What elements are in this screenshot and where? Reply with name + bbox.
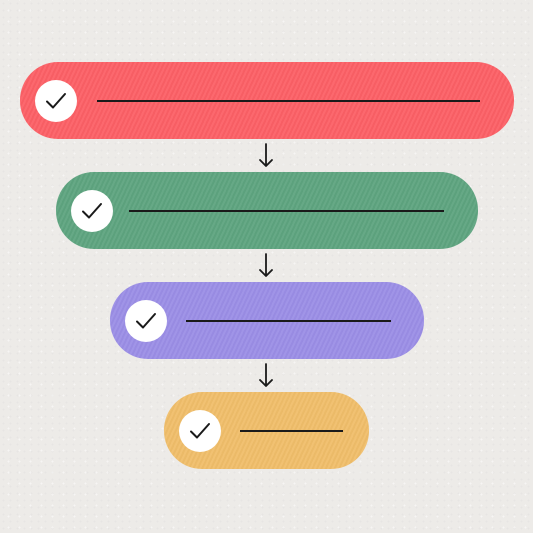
check-icon: [46, 92, 66, 108]
arrow-down-icon: [258, 363, 274, 389]
arrow-down-icon: [258, 143, 274, 169]
funnel-step-2: [56, 172, 478, 249]
funnel-step-3: [110, 282, 424, 359]
placeholder-text-line: [97, 99, 480, 102]
check-icon: [136, 312, 156, 328]
funnel-step-4: [164, 392, 369, 469]
check-badge: [179, 409, 221, 452]
check-badge: [71, 189, 113, 232]
placeholder-text-line: [186, 319, 391, 322]
arrow-down-icon: [258, 253, 274, 279]
placeholder-text-line: [129, 209, 444, 212]
placeholder-text-line: [240, 429, 343, 432]
funnel-step-1: [20, 62, 514, 139]
check-badge: [125, 299, 167, 342]
check-icon: [190, 422, 210, 438]
check-badge: [35, 79, 77, 122]
check-icon: [82, 202, 102, 218]
